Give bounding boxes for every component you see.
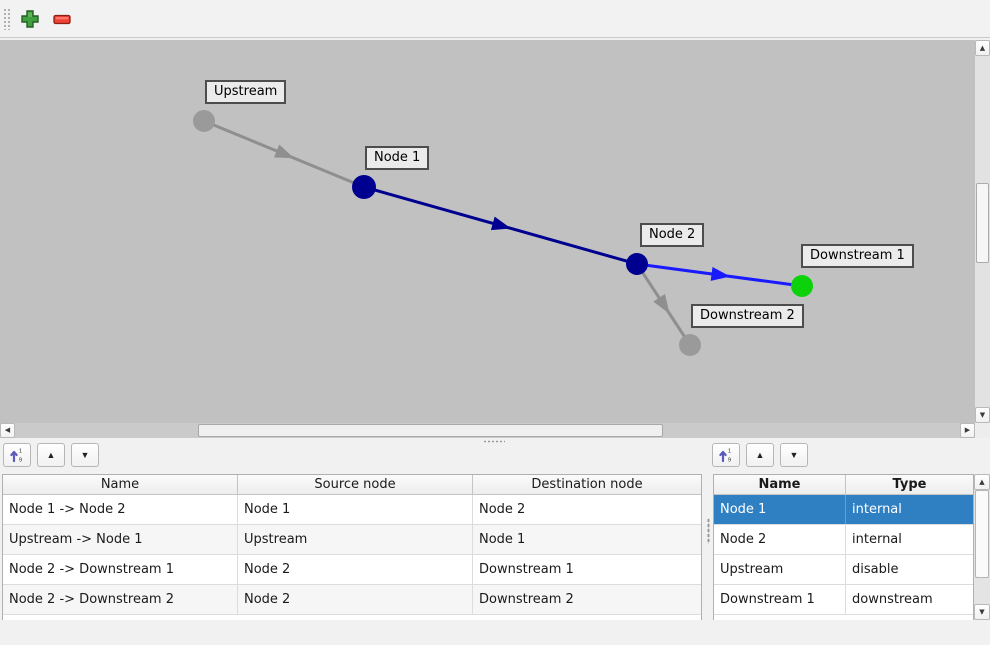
cell-source-node[interactable]: Node 2 [238, 555, 473, 584]
node-row[interactable]: Upstream disable [714, 555, 973, 585]
cell-source-node[interactable]: Node 1 [238, 495, 473, 524]
toolbar-grip-icon[interactable] [3, 8, 11, 30]
cell-node-type[interactable]: downstream [852, 592, 933, 607]
table-scrollbar-thumb[interactable] [975, 490, 989, 578]
move-up-icon: ▲ [755, 449, 765, 460]
move-down-button[interactable]: ▼ [780, 443, 808, 467]
node-label[interactable]: Downstream 2 [691, 304, 804, 328]
graph-node[interactable] [352, 175, 376, 199]
scroll-left-icon[interactable]: ◀ [0, 423, 15, 438]
node-label[interactable]: Node 1 [365, 146, 430, 170]
sort-icon: 1 9 [10, 449, 22, 464]
splitter-grip-icon [707, 518, 710, 544]
horizontal-scrollbar-thumb[interactable] [198, 424, 663, 437]
edges-table-header: Name Source node Destination node [3, 475, 701, 495]
cell-node-name[interactable]: Upstream [714, 555, 846, 584]
scroll-right-icon[interactable]: ▶ [960, 423, 975, 438]
cell-node-name[interactable]: Node 2 [714, 525, 846, 554]
table-filler [3, 615, 701, 620]
scroll-up-icon[interactable]: ▲ [974, 474, 990, 490]
svg-text:9: 9 [728, 458, 731, 464]
column-header-type[interactable]: Type [892, 477, 927, 492]
edge-arrow-icon [490, 216, 512, 231]
node-label[interactable]: Upstream [205, 80, 287, 104]
vertical-scrollbar-thumb[interactable] [976, 183, 989, 263]
toolbar [0, 0, 990, 38]
add-button[interactable] [17, 6, 43, 32]
minus-icon [53, 14, 71, 25]
svg-text:1: 1 [728, 449, 731, 455]
node-label[interactable]: Downstream 1 [801, 244, 914, 268]
scroll-down-icon[interactable]: ▼ [975, 407, 990, 423]
column-header-name[interactable]: Name [3, 475, 238, 494]
edges-table: Name Source node Destination node Node 1… [2, 474, 702, 620]
column-header-destination-node[interactable]: Destination node [531, 477, 643, 492]
pane-splitter-vertical[interactable] [704, 474, 712, 620]
graph-node[interactable] [626, 253, 648, 275]
svg-text:1: 1 [19, 449, 22, 455]
edge-row[interactable]: Node 2 -> Downstream 2 Node 2 Downstream… [3, 585, 701, 615]
cell-destination-node[interactable]: Node 2 [479, 502, 526, 517]
edge-arrow-icon [653, 293, 670, 314]
cell-node-name[interactable]: Node 1 [714, 495, 846, 524]
cell-edge-name[interactable]: Node 2 -> Downstream 2 [3, 585, 238, 614]
cell-node-type[interactable]: disable [852, 562, 899, 577]
nodes-table-scrollbar[interactable]: ▲ ▼ [974, 474, 990, 620]
table-filler [714, 615, 973, 620]
graph-svg [193, 110, 813, 356]
edge-arrow-icon [273, 144, 295, 159]
status-strip [0, 621, 990, 645]
move-down-icon: ▼ [789, 449, 799, 460]
edge-row[interactable]: Node 2 -> Downstream 1 Node 2 Downstream… [3, 555, 701, 585]
graph-node[interactable] [791, 275, 813, 297]
node-row-selected[interactable]: Node 1 internal [714, 495, 973, 525]
node-row[interactable]: Downstream 1 downstream [714, 585, 973, 615]
move-up-icon: ▲ [46, 449, 56, 460]
graph-node[interactable] [679, 334, 701, 356]
node-label[interactable]: Node 2 [640, 223, 705, 247]
edge-row[interactable]: Node 1 -> Node 2 Node 1 Node 2 [3, 495, 701, 525]
sort-icon: 1 9 [719, 449, 731, 464]
plus-icon [21, 10, 39, 28]
edge-arrow-icon [710, 267, 731, 281]
remove-button[interactable] [49, 6, 75, 32]
edge-row[interactable]: Upstream -> Node 1 Upstream Node 1 [3, 525, 701, 555]
scrollbar-corner [975, 423, 990, 438]
cell-edge-name[interactable]: Upstream -> Node 1 [3, 525, 238, 554]
column-header-name[interactable]: Name [714, 475, 846, 494]
edges-button-group: 1 9 ▲ ▼ [3, 443, 99, 467]
move-up-button[interactable]: ▲ [37, 443, 65, 467]
cell-destination-node[interactable]: Downstream 2 [479, 592, 574, 607]
cell-edge-name[interactable]: Node 1 -> Node 2 [3, 495, 238, 524]
nodes-button-group: 1 9 ▲ ▼ [712, 443, 808, 467]
cell-destination-node[interactable]: Node 1 [479, 532, 526, 547]
canvas-vertical-scrollbar[interactable]: ▲ ▼ [975, 40, 990, 423]
cell-source-node[interactable]: Node 2 [238, 585, 473, 614]
pane-splitter-horizontal[interactable] [0, 438, 990, 444]
node-row[interactable]: Node 2 internal [714, 525, 973, 555]
sort-button[interactable]: 1 9 [3, 443, 31, 467]
scroll-down-icon[interactable]: ▼ [974, 604, 990, 620]
scroll-up-icon[interactable]: ▲ [975, 40, 990, 56]
svg-text:9: 9 [19, 458, 22, 464]
cell-node-type[interactable]: internal [852, 502, 902, 517]
nodes-table: Name Type Node 1 internal Node 2 interna… [713, 474, 974, 620]
canvas-horizontal-scrollbar[interactable]: ◀ ▶ [0, 423, 975, 438]
graph-node[interactable] [193, 110, 215, 132]
cell-node-type[interactable]: internal [852, 532, 902, 547]
sort-button[interactable]: 1 9 [712, 443, 740, 467]
cell-source-node[interactable]: Upstream [238, 525, 473, 554]
cell-node-name[interactable]: Downstream 1 [714, 585, 846, 614]
nodes-table-header: Name Type [714, 475, 973, 495]
cell-edge-name[interactable]: Node 2 -> Downstream 1 [3, 555, 238, 584]
cell-destination-node[interactable]: Downstream 1 [479, 562, 574, 577]
splitter-grip-icon [483, 440, 505, 443]
move-down-button[interactable]: ▼ [71, 443, 99, 467]
move-up-button[interactable]: ▲ [746, 443, 774, 467]
move-down-icon: ▼ [80, 449, 90, 460]
column-header-source-node[interactable]: Source node [238, 475, 473, 494]
